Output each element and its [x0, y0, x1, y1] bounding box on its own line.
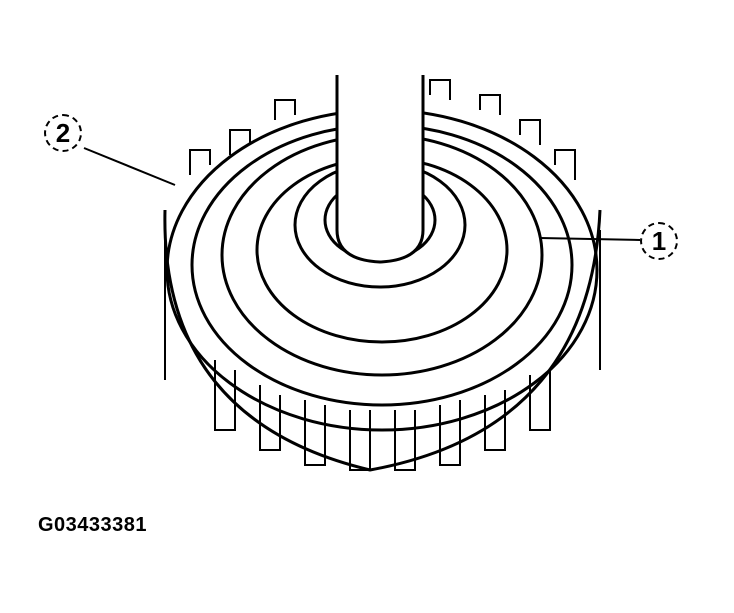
callout-1-leader [539, 237, 641, 241]
callout-1: 1 [640, 222, 678, 260]
drum-lower-splines [214, 360, 551, 471]
callout-2: 2 [44, 114, 82, 152]
center-shaft [335, 75, 425, 264]
callout-2-leader [83, 147, 176, 186]
figure-id: G03433381 [38, 514, 148, 536]
drum-splines [164, 79, 601, 380]
callout-1-label: 1 [651, 225, 667, 256]
callout-2-label: 2 [55, 117, 71, 148]
